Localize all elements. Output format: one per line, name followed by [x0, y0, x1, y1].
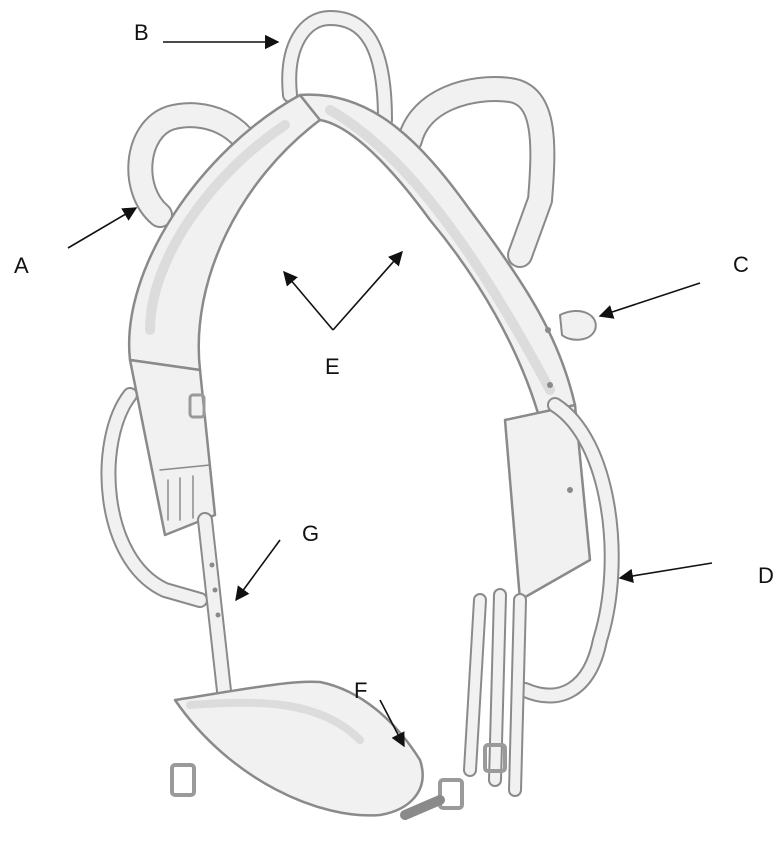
- right-tab: [560, 311, 596, 340]
- label-b: B: [134, 20, 149, 45]
- label-g: G: [302, 521, 319, 546]
- arrow-g: [236, 540, 280, 600]
- bottom-right-buckle-1: [440, 780, 462, 808]
- left-strap-plate: [130, 360, 215, 535]
- label-f: F: [354, 678, 367, 703]
- arrow-e-right: [333, 252, 402, 330]
- label-d: D: [758, 563, 774, 588]
- label-e: E: [325, 354, 340, 379]
- arrow-e-left: [284, 272, 333, 330]
- bottom-left-buckle: [172, 765, 194, 795]
- label-a: A: [14, 253, 29, 278]
- letter-labels: A B C D E F G: [14, 20, 774, 703]
- arrow-a: [68, 208, 136, 248]
- arrow-d: [620, 563, 712, 578]
- arrow-c: [600, 283, 700, 316]
- label-c: C: [733, 252, 749, 277]
